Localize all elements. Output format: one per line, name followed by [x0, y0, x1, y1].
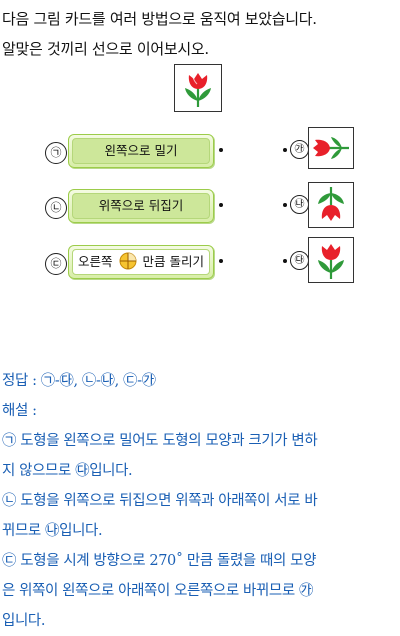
left-connect-dot[interactable] — [219, 148, 223, 152]
explanation-heading: 해설 : — [2, 403, 37, 419]
question-text: 다음 그림 카드를 여러 방법으로 움직여 보았습니다. 알맞은 것끼리 선으로… — [2, 4, 398, 64]
result-card-ga — [308, 127, 354, 169]
tulip-flipped-image — [318, 187, 344, 221]
match-row-1: ㉠ 왼쪽으로 밀기 ㉮ — [0, 134, 400, 174]
question-line-1: 다음 그림 카드를 여러 방법으로 움직여 보았습니다. — [2, 10, 317, 28]
tulip-rotated-image — [313, 137, 349, 159]
answer-line: 정답 : ㉠-㉰, ㉡-㉯, ㉢-㉮ — [2, 373, 156, 389]
operation-label: 왼쪽으로 밀기 — [104, 143, 178, 158]
right-marker: ㉮ — [290, 140, 309, 159]
original-flower-card — [174, 64, 222, 112]
explanation-line: 뀌므로 ㉯입니다. — [2, 523, 103, 539]
match-row-3: ㉢ 오른쪽 만큼 돌리기 ㉰ — [0, 245, 400, 285]
explanation-line: 입니다. — [2, 613, 46, 629]
row-marker: ㉡ — [45, 197, 67, 219]
answer-section: 정답 : ㉠-㉰, ㉡-㉯, ㉢-㉮ 해설 : ㉠ 도형을 왼쪽으로 밀어도 도… — [2, 366, 400, 636]
question-line-2: 알맞은 것끼리 선으로 이어보시오. — [2, 40, 209, 58]
operation-card-slide-left[interactable]: 왼쪽으로 밀기 — [68, 134, 214, 168]
right-marker: ㉰ — [290, 251, 309, 270]
left-connect-dot[interactable] — [219, 259, 223, 263]
right-marker: ㉯ — [290, 195, 309, 214]
explanation-line: 은 위쪽이 왼쪽으로 아래쪽이 오른쪽으로 바뀌므로 ㉮ — [2, 583, 314, 599]
explanation-line: ㉢ 도형을 시계 방향으로 270˚ 만큼 돌렸을 때의 모양 — [2, 553, 317, 569]
operation-card-flip-up[interactable]: 위쪽으로 뒤집기 — [68, 189, 214, 223]
explanation-line: ㉠ 도형을 왼쪽으로 밀어도 도형의 모양과 크기가 변하 — [2, 433, 318, 449]
tulip-original-image — [318, 244, 344, 279]
explanation-line: 지 않으므로 ㉰입니다. — [2, 463, 133, 479]
operation-label-suffix: 만큼 돌리기 — [142, 254, 204, 269]
result-card-na — [308, 182, 354, 228]
row-marker: ㉢ — [45, 253, 67, 275]
row-marker: ㉠ — [45, 142, 67, 164]
right-connect-dot[interactable] — [283, 259, 287, 263]
rotation-quarter-icon — [119, 252, 137, 270]
result-card-da — [308, 237, 354, 283]
explanation-line: ㉡ 도형을 위쪽으로 뒤집으면 위쪽과 아래쪽이 서로 바 — [2, 493, 318, 509]
left-connect-dot[interactable] — [219, 203, 223, 207]
right-connect-dot[interactable] — [283, 203, 287, 207]
right-connect-dot[interactable] — [283, 148, 287, 152]
operation-card-rotate[interactable]: 오른쪽 만큼 돌리기 — [68, 245, 214, 279]
tulip-image — [185, 73, 211, 107]
match-row-2: ㉡ 위쪽으로 뒤집기 ㉯ — [0, 189, 400, 229]
operation-label-prefix: 오른쪽 — [78, 254, 113, 269]
operation-label: 위쪽으로 뒤집기 — [98, 198, 184, 213]
